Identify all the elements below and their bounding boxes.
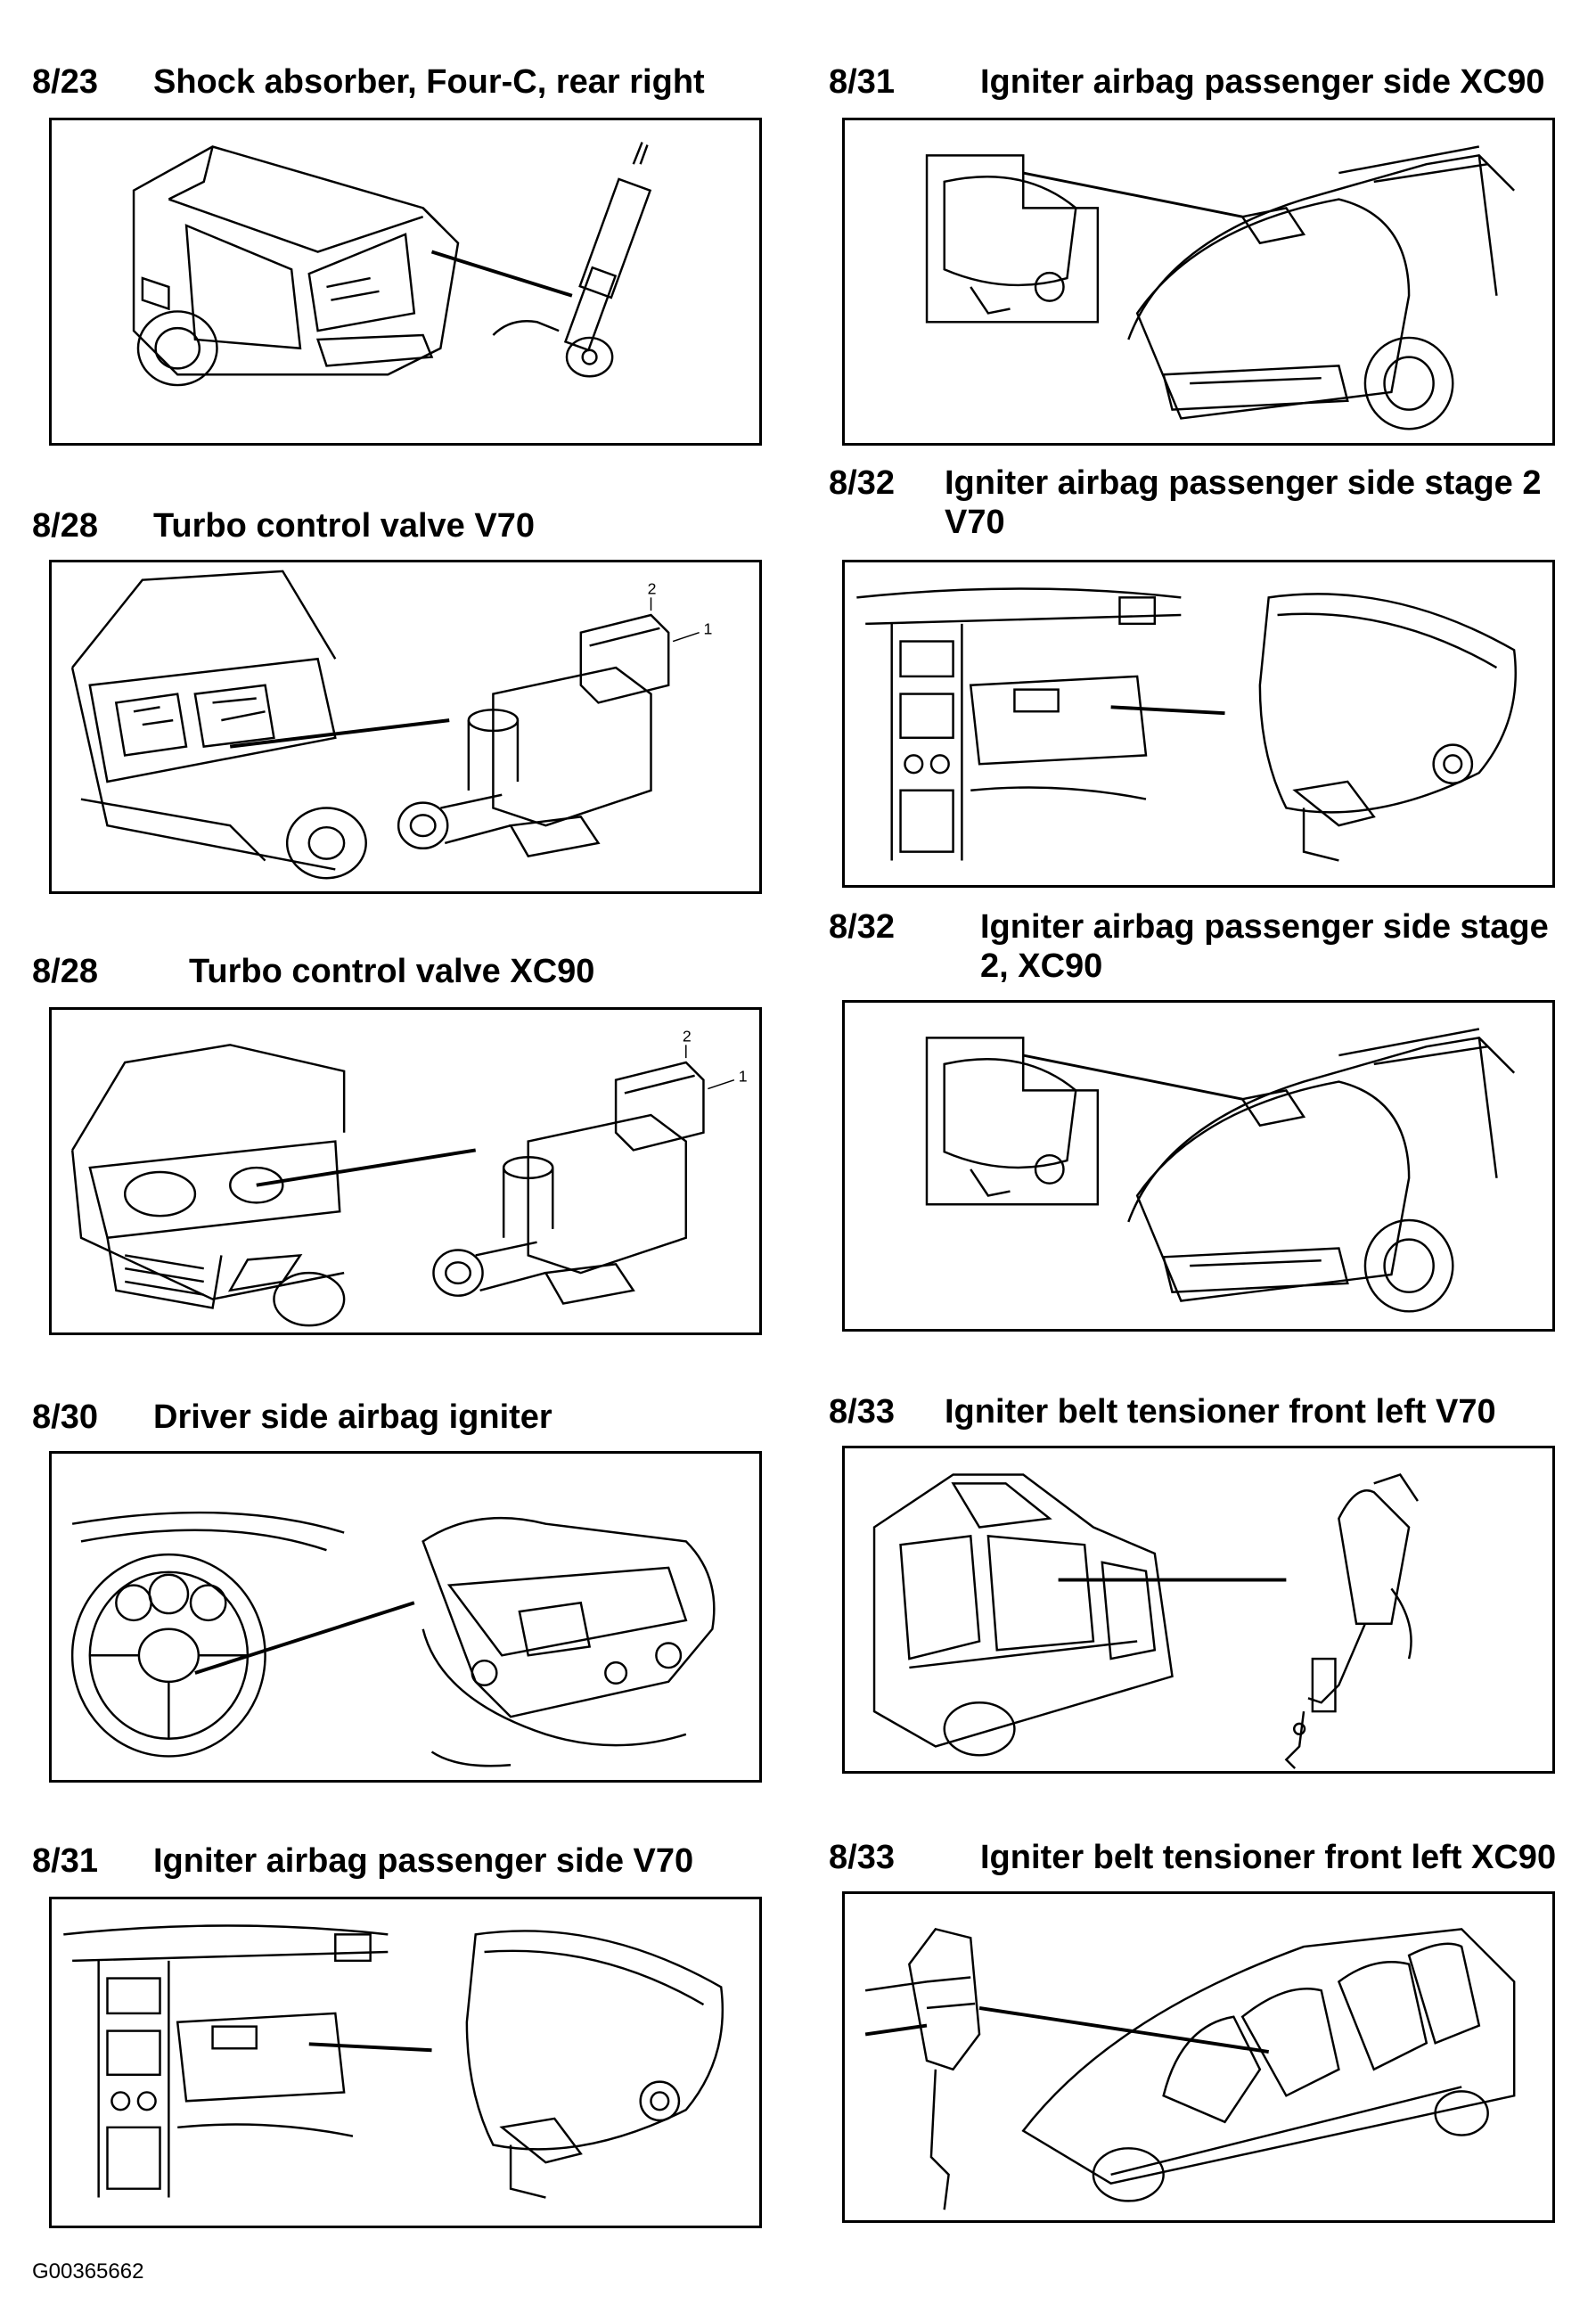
- section-number: 8/32: [829, 464, 895, 502]
- section-title: Igniter airbag passenger side stage 2, X…: [980, 908, 1549, 985]
- section-number: 8/28: [32, 507, 98, 545]
- section-number: 8/33: [829, 1839, 895, 1876]
- steering-wheel-airbag-icon: [70, 1511, 716, 1767]
- passenger-airbag-icon: [925, 1028, 1516, 1313]
- belt-tensioner-icon: [872, 1473, 1419, 1769]
- callout-label-2: 2: [648, 579, 657, 597]
- section-number: 8/23: [32, 63, 98, 101]
- section-number: 8/31: [32, 1842, 98, 1880]
- callout-label-1: 1: [704, 620, 713, 638]
- section-title: Igniter airbag passenger side stage 2 V7…: [945, 464, 1542, 541]
- section-title: Shock absorber, Four-C, rear right: [153, 63, 705, 101]
- section-title: Driver side airbag igniter: [153, 1398, 552, 1436]
- belt-tensioner-icon: [864, 1927, 1516, 2210]
- illustration-panel-passenger-airbag-v70: [49, 1897, 762, 2228]
- turbo-control-valve-icon: 2 1: [70, 1027, 748, 1327]
- illustration-panel-passenger-airbag-xc90: [842, 118, 1555, 446]
- illustration-panel-turbo-valve-v70: 2 1: [49, 560, 762, 894]
- section-number: 8/28: [32, 953, 98, 990]
- illustration-panel-driver-airbag: [49, 1451, 762, 1783]
- illustration-panel-passenger-airbag-stage2-v70: [842, 560, 1555, 888]
- section-title: Turbo control valve XC90: [189, 953, 595, 990]
- section-number: 8/32: [829, 908, 895, 946]
- figure-code: G00365662: [32, 2259, 144, 2284]
- passenger-airbag-icon: [856, 587, 1517, 862]
- illustration-panel-turbo-valve-xc90: 2 1: [49, 1007, 762, 1335]
- illustration-panel-passenger-airbag-stage2-xc90: [842, 1000, 1555, 1332]
- section-number: 8/33: [829, 1393, 895, 1431]
- callout-label-1: 1: [739, 1068, 748, 1086]
- section-title: Igniter belt tensioner front left V70: [945, 1393, 1496, 1431]
- section-title: Igniter airbag passenger side XC90: [980, 63, 1545, 101]
- turbo-control-valve-icon: 2 1: [70, 570, 713, 880]
- illustration-panel-shock-absorber: [49, 118, 762, 446]
- section-title: Igniter airbag passenger side V70: [153, 1842, 694, 1880]
- section-number: 8/31: [829, 63, 895, 101]
- illustration-panel-belt-tensioner-v70: [842, 1446, 1555, 1774]
- illustration-panel-belt-tensioner-xc90: [842, 1891, 1555, 2223]
- passenger-airbag-icon: [925, 145, 1515, 430]
- section-title: Igniter belt tensioner front left XC90: [980, 1839, 1557, 1876]
- section-number: 8/30: [32, 1398, 98, 1436]
- passenger-airbag-icon: [63, 1924, 724, 2199]
- section-title: Turbo control valve V70: [153, 507, 535, 545]
- callout-label-2: 2: [683, 1027, 692, 1045]
- shock-absorber-icon: [132, 142, 652, 387]
